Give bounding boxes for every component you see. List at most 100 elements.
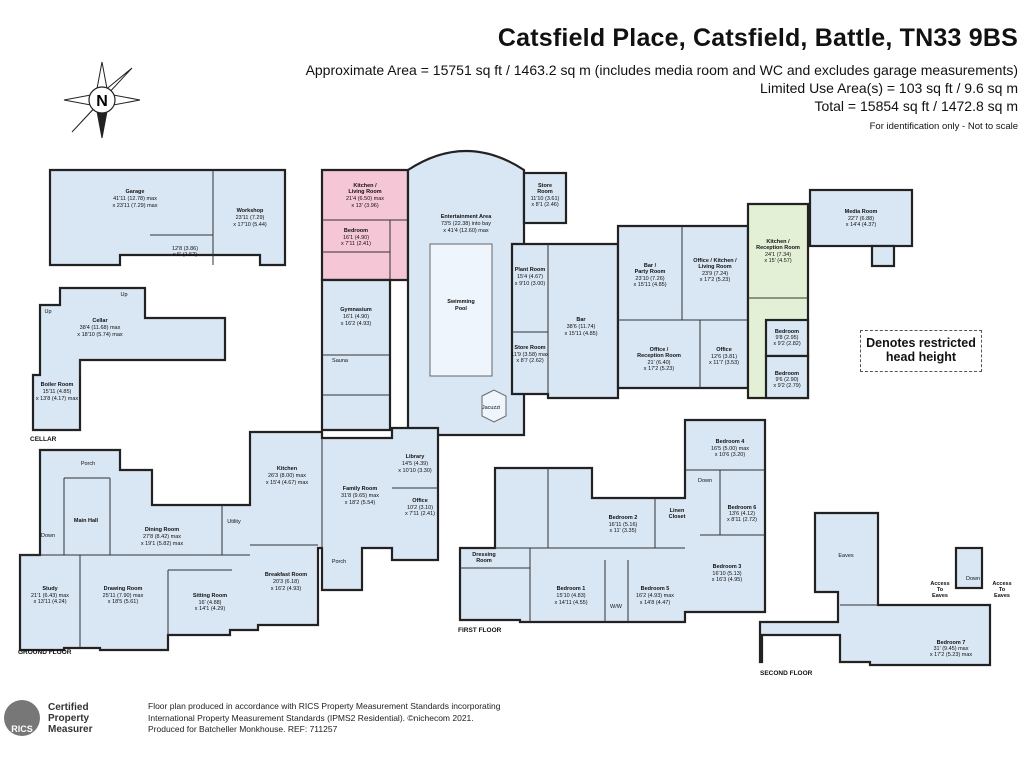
office-reception-label2: Reception Room (637, 353, 681, 359)
office-block: Bar / Party Room 23'10 (7.26) x 15'11 (4… (616, 224, 750, 390)
drawing-dims: 25'11 (7.90) max (103, 593, 144, 599)
kitchen-living-dims2: x 13' (3.96) (351, 203, 379, 209)
bed3-ff-label: Bedroom 3 (713, 564, 742, 570)
limited-use-area: Limited Use Area(s) = 103 sq ft / 9.6 sq… (760, 80, 1018, 96)
bed4-ff-dims2: x 10'6 (3.20) (715, 452, 746, 458)
rics-line-3: Measurer (48, 724, 93, 735)
approximate-area: Approximate Area = 15751 sq ft / 1463.2 … (305, 62, 1018, 78)
garage-block: Garage 41'11 (12.78) max x 23'11 (7.29) … (48, 168, 287, 267)
annex-restricted: Kitchen / Living Room 21'4 (6.50) max x … (320, 168, 410, 282)
dressing-label2: Room (476, 558, 492, 564)
dining-dims2: x 19'1 (5.82) max (141, 541, 184, 547)
access-left-label3: Eaves (932, 593, 948, 599)
footer-line-3: Produced for Batcheller Monkhouse. REF: … (148, 724, 338, 734)
sitting-label: Sitting Room (193, 593, 227, 599)
sauna-label: Sauna (332, 358, 349, 364)
bed3-ff-dims: 16'10 (5.13) (712, 571, 741, 577)
study-dims2: x 13'11 (4.24) (33, 599, 66, 605)
store-top-block: Store Room 11'10 (3.61) x 8'1 (2.46) (522, 171, 568, 225)
ww-label: W/W (610, 604, 623, 610)
bed5-ff-label: Bedroom 5 (641, 586, 670, 592)
family-label: Family Room (343, 486, 378, 492)
office-reception-dims: 21' (6.40) (647, 360, 670, 366)
store-mid-dims: 11'9 (3.58) max (511, 352, 549, 358)
garage-dims2: x 23'11 (7.29) max (113, 203, 158, 209)
plant-label: Plant Room (515, 267, 546, 273)
workshop-dims: 23'11 (7.29) (236, 215, 265, 221)
kitchen-living-dims: 21'4 (6.50) max (346, 196, 384, 202)
boiler-dims: 15'11 (4.85) (43, 389, 72, 395)
breakfast-dims2: x 16'2 (4.93) (271, 586, 302, 592)
main-hall-label: Main Hall (74, 518, 99, 524)
footer-text: Floor plan produced in accordance with R… (148, 701, 500, 736)
study-dims: 21'1 (6.43) max (31, 593, 69, 599)
annex-bedroom-dims: 16'1 (4.90) (343, 235, 369, 241)
party-dims: 23'10 (7.26) (635, 276, 664, 282)
media-dims2: x 14'4 (4.37) (846, 222, 877, 228)
store-top-dims: 11'10 (3.61) (531, 196, 560, 202)
study-label: Study (42, 586, 58, 592)
linen-label: Linen (670, 508, 685, 514)
eaves-label: Eaves (838, 553, 854, 559)
sitting-dims2: x 14'1 (4.29) (195, 606, 226, 612)
identification-note: For identification only - Not to scale (869, 121, 1018, 132)
party-dims2: x 15'11 (4.85) (633, 282, 666, 288)
garage-dims: 41'11 (12.78) max (113, 196, 157, 202)
first-floor-label: FIRST FLOOR (458, 627, 502, 634)
office-gf-label: Office (412, 498, 428, 504)
store-mid-label: Store Room (514, 345, 545, 351)
bed1-ff-dims: 15'10 (4.83) (556, 593, 585, 599)
rics-badge: RICS Certified Property Measurer (4, 700, 122, 738)
store-top-dims2: x 8'1 (2.46) (531, 202, 559, 208)
garage-small-dims: 12'8 (3.86) (172, 246, 198, 252)
office-gf-dims: 10'2 (3.10) (407, 505, 433, 511)
bed2-ff-dims2: x 11' (3.35) (610, 528, 637, 534)
bar-label: Bar (576, 317, 586, 323)
ground-floor-block: Kitchen 26'3 (8.00) max x 15'4 (4.67) ma… (18, 426, 440, 656)
annex-bed2-dims2: x 9'2 (2.82) (773, 341, 801, 347)
pool-label2: Pool (455, 306, 467, 312)
bed1-ff-label: Bedroom 1 (557, 586, 586, 592)
plant-dims: 15'4 (4.67) (517, 274, 543, 280)
party-label: Bar / (644, 263, 657, 269)
bar-dims2: x 15'11 (4.85) (564, 331, 597, 337)
dressing-label: Dressing (472, 552, 496, 558)
breakfast-dims: 20'3 (6.18) (273, 579, 299, 585)
access-left-label: Access (930, 581, 949, 587)
office-kitchen-label2: Living Room (698, 264, 731, 270)
office-kitchen-dims: 23'9 (7.24) (702, 271, 728, 277)
drawing-label: Drawing Room (104, 586, 143, 592)
access-left-label2: To (937, 587, 944, 593)
property-title: Catsfield Place, Catsfield, Battle, TN33… (497, 24, 1018, 52)
gym-block: Gymnasium 16'1 (4.90) x 16'2 (4.93) Saun… (320, 278, 392, 432)
workshop-label: Workshop (237, 208, 264, 214)
annex-bed3-dims: 9'6 (2.90) (775, 377, 798, 383)
drawing-dims2: x 18'5 (5.61) (108, 599, 139, 605)
kitchen-living-label: Kitchen / (353, 183, 377, 189)
bar-block: Plant Room 15'4 (4.67) x 9'10 (3.00) Bar… (510, 242, 620, 400)
porch-top-label: Porch (81, 461, 95, 467)
dining-dims: 27'8 (8.42) max (143, 534, 181, 540)
annex-bedroom-label: Bedroom (344, 228, 368, 234)
restricted-height-legend: Denotes restricted head height (860, 330, 982, 372)
pool-label: Swimming (447, 299, 475, 305)
rics-line-2: Property (48, 713, 90, 724)
kitchen-dims2: x 15'4 (4.67) max (266, 480, 309, 486)
entertainment-label: Entertainment Area (441, 214, 492, 220)
rics-text: Certified Property Measurer (48, 702, 92, 735)
cellar-label: Cellar (92, 318, 108, 324)
porch-gf-label: Porch (332, 559, 346, 565)
kitchen-reception-dims2: x 15' (4.57) (764, 258, 792, 264)
legend-line-1: Denotes restricted (866, 336, 976, 350)
kitchen-reception-label2: Reception Room (756, 245, 800, 251)
first-floor-block: Bedroom 1 15'10 (4.83) x 14'11 (4.55) Be… (458, 418, 767, 634)
party-label2: Party Room (635, 269, 666, 275)
gym-dims2: x 16'2 (4.93) (341, 321, 372, 327)
store-mid-dims2: x 8'7 (2.62) (516, 358, 544, 364)
library-label: Library (406, 454, 426, 460)
annex-bed3-dims2: x 9'2 (2.79) (773, 383, 801, 389)
annex-bed3-label: Bedroom (775, 371, 799, 377)
linen-label2: Closet (669, 514, 686, 520)
bed7-sf-dims2: x 17'2 (5.23) max (930, 652, 973, 658)
cellar-dims2: x 18'10 (5.74) max (77, 332, 123, 338)
